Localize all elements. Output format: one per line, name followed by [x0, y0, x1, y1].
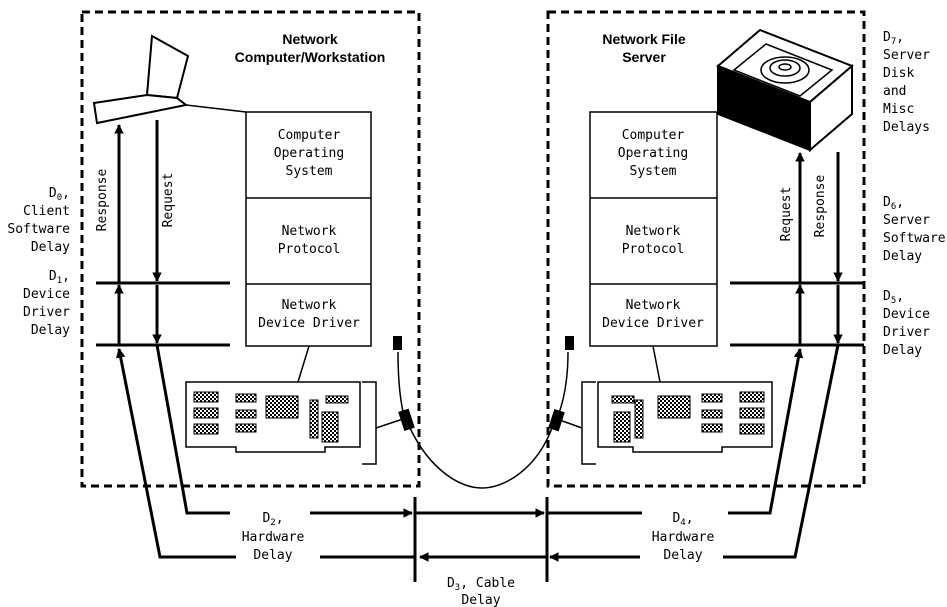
client-network-card-icon — [185, 381, 407, 465]
delay-d5-line1: Device — [883, 307, 930, 322]
server-os-line2: Operating — [618, 146, 688, 161]
delay-d2-line2: Delay — [253, 548, 292, 563]
server-os-line1: Computer — [622, 128, 685, 143]
delay-d0-line3: Delay — [31, 240, 70, 255]
delay-d6-line1: Server — [883, 213, 930, 228]
client-title-line2: Computer/Workstation — [235, 49, 386, 65]
client-protocol-line2: Protocol — [278, 242, 341, 257]
delay-d0-heading: D0, — [49, 186, 70, 203]
server-driver-line2: Device Driver — [602, 316, 704, 331]
delay-d1-line2: Driver — [23, 305, 70, 320]
delay-d6-heading: D6, — [883, 195, 904, 212]
client-stack — [245, 111, 372, 347]
delay-d7-line2: Disk — [883, 66, 914, 81]
client-stack-to-card-connector — [297, 345, 310, 383]
delay-d7-line3: and — [883, 84, 906, 99]
delay-d5-line2: Driver — [883, 325, 930, 340]
delay-d1-line3: Delay — [31, 323, 70, 338]
delay-d5-heading: D5, — [883, 289, 904, 306]
server-protocol-line1: Network — [626, 224, 681, 239]
client-request-outgoing-line — [155, 344, 230, 515]
client-title-line1: Network — [282, 31, 337, 47]
delay-d6-line3: Delay — [883, 249, 922, 264]
server-boundary-box — [546, 10, 866, 488]
delay-d3-heading: D3, Cable — [447, 576, 515, 593]
client-protocol-line1: Network — [282, 224, 337, 239]
client-os-line1: Computer — [278, 128, 341, 143]
delay-d2-heading: D2, — [262, 511, 283, 528]
server-title-line2: Server — [622, 49, 666, 65]
delay-d4-line2: Delay — [663, 548, 702, 563]
delay-d4-line1: Hardware — [652, 530, 715, 545]
client-response-label: Response — [95, 169, 110, 232]
client-os-line3: System — [286, 164, 333, 179]
delay-d7-line1: Server — [883, 48, 930, 63]
delay-d0-line1: Client — [23, 204, 70, 219]
server-request-incoming-line — [728, 348, 804, 515]
server-protocol-line2: Protocol — [622, 242, 685, 257]
delay-d4-heading: D4, — [672, 511, 693, 528]
delay-d7-line4: Misc — [883, 102, 914, 117]
client-request-label: Request — [161, 173, 176, 228]
server-network-card-icon — [553, 381, 773, 465]
server-title-line1: Network File — [602, 31, 685, 47]
delay-d3-line1: Delay — [461, 593, 500, 607]
server-request-label: Request — [779, 187, 794, 242]
delay-d7-line5: Delays — [883, 120, 930, 135]
delay-d1-heading: D1, — [49, 269, 70, 286]
client-driver-line1: Network — [282, 298, 337, 313]
server-driver-line1: Network — [626, 298, 681, 313]
server-response-outgoing-line — [723, 344, 840, 559]
delay-d7-heading: D7, — [883, 30, 904, 47]
network-cable — [393, 336, 574, 489]
server-disk-icon — [716, 28, 854, 153]
server-stack-to-card-connector — [652, 345, 661, 383]
server-response-label: Response — [813, 175, 828, 238]
delay-d5-line3: Delay — [883, 343, 922, 358]
client-os-line2: Operating — [274, 146, 344, 161]
client-boundary-box — [80, 10, 421, 488]
delay-d2-line1: Hardware — [242, 530, 305, 545]
client-response-incoming-line — [115, 348, 236, 559]
delay-d6-line2: Software — [883, 231, 946, 246]
delay-d1-line1: Device — [23, 287, 70, 302]
server-os-line3: System — [630, 164, 677, 179]
client-driver-line2: Device Driver — [258, 316, 360, 331]
delay-d0-line2: Software — [7, 222, 70, 237]
client-computer-icon — [92, 34, 247, 125]
